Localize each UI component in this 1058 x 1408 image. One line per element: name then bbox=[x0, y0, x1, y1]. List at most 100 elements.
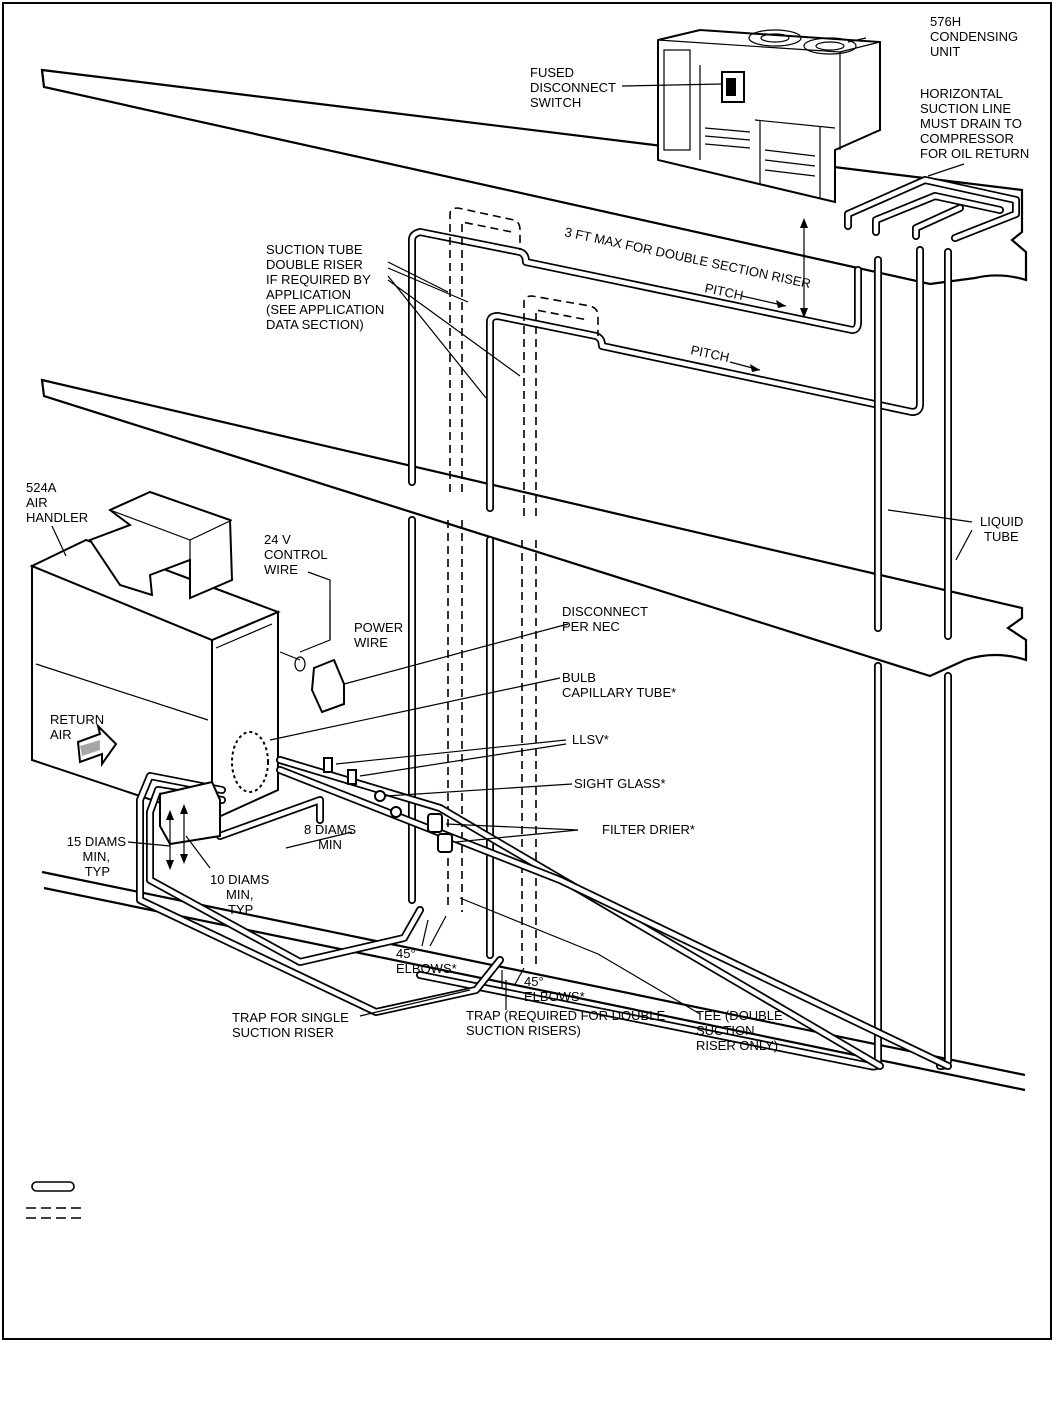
label-fifteen-diams: 15 DIAMS MIN, TYP bbox=[67, 834, 127, 879]
label-line: MIN, bbox=[226, 887, 253, 902]
label-line: CONTROL bbox=[264, 547, 328, 562]
label-line: 45° bbox=[524, 974, 544, 989]
label-line: WIRE bbox=[264, 562, 298, 577]
label-line: RISER ONLY) bbox=[696, 1038, 778, 1053]
label-line: 8 DIAMS bbox=[304, 822, 356, 837]
label-line: SUCTION bbox=[696, 1023, 755, 1038]
label-line: DATA SECTION) bbox=[266, 317, 364, 332]
leader-lines bbox=[51, 37, 973, 1017]
label-line: WIRE bbox=[354, 635, 388, 650]
condensing-connections bbox=[844, 176, 1020, 242]
label-eight-diams: 8 DIAMS MIN bbox=[304, 822, 356, 852]
label-line: SUCTION TUBE bbox=[266, 242, 363, 257]
label-line: MUST DRAIN TO bbox=[920, 116, 1022, 131]
return-air-arrow-icon bbox=[76, 722, 118, 768]
label-elbows-single: 45° ELBOWS* bbox=[396, 946, 457, 976]
label-line: SWITCH bbox=[530, 95, 581, 110]
label-sight-glass: SIGHT GLASS* bbox=[574, 776, 666, 791]
coil-header bbox=[231, 731, 269, 793]
label-line: SUCTION LINE bbox=[920, 101, 1011, 116]
label-power-wire: POWER WIRE bbox=[354, 620, 403, 650]
label-line: HORIZONTAL bbox=[920, 86, 1003, 101]
disconnect-box bbox=[279, 600, 345, 714]
label-line: 524A bbox=[26, 480, 57, 495]
label-line: TRAP FOR SINGLE bbox=[232, 1010, 349, 1025]
upper-floor-slab bbox=[40, 378, 1028, 678]
label-trap-double: TRAP (REQUIRED FOR DOUBLE SUCTION RISERS… bbox=[466, 1008, 665, 1038]
label-line: SUCTION RISERS) bbox=[466, 1023, 581, 1038]
label-line: DISCONNECT bbox=[562, 604, 648, 619]
filter-driers bbox=[427, 813, 453, 853]
label-suction-double-riser: SUCTION TUBE DOUBLE RISER IF REQUIRED BY… bbox=[266, 242, 384, 332]
label-line: RETURN bbox=[50, 712, 104, 727]
label-return-air: RETURN AIR bbox=[50, 712, 104, 742]
label-line: TUBE bbox=[984, 529, 1019, 544]
label-line: (SEE APPLICATION bbox=[266, 302, 384, 317]
label-disconnect-per-nec: DISCONNECT PER NEC bbox=[562, 604, 648, 634]
label-pitch-lower: PITCH bbox=[689, 342, 730, 365]
label-horizontal-suction: HORIZONTAL SUCTION LINE MUST DRAIN TO CO… bbox=[920, 86, 1029, 161]
air-handler-piping bbox=[136, 756, 952, 1070]
label-ten-diams: 10 DIAMS MIN, TYP bbox=[210, 872, 270, 917]
label-llsv: LLSV* bbox=[572, 732, 609, 747]
sight-glasses bbox=[374, 790, 402, 818]
condensing-unit bbox=[657, 28, 881, 204]
label-line: ELBOWS* bbox=[524, 989, 585, 1004]
label-line: CONDENSING bbox=[930, 29, 1018, 44]
label-line: TYP bbox=[85, 864, 110, 879]
label-line: POWER bbox=[354, 620, 403, 635]
suction-riser-double bbox=[486, 246, 924, 512]
label-line: FUSED bbox=[530, 65, 574, 80]
label-line: AIR bbox=[50, 727, 72, 742]
label-line: APPLICATION bbox=[266, 287, 351, 302]
label-line: SUCTION RISER bbox=[232, 1025, 334, 1040]
label-line: BULB bbox=[562, 670, 596, 685]
label-line: FOR OIL RETURN bbox=[920, 146, 1029, 161]
label-line: 45° bbox=[396, 946, 416, 961]
label-line: 15 DIAMS bbox=[67, 834, 127, 849]
label-filter-drier: FILTER DRIER* bbox=[602, 822, 695, 837]
label-tee: TEE (DOUBLE SUCTION RISER ONLY) bbox=[696, 1008, 783, 1053]
air-handler bbox=[29, 490, 281, 822]
label-trap-single: TRAP FOR SINGLE SUCTION RISER bbox=[232, 1010, 349, 1040]
label-line: COMPRESSOR bbox=[920, 131, 1014, 146]
pitch-arrows bbox=[729, 295, 787, 372]
label-line: ELBOWS* bbox=[396, 961, 457, 976]
label-line: TEE (DOUBLE bbox=[696, 1008, 783, 1023]
label-fused-disconnect: FUSED DISCONNECT SWITCH bbox=[530, 65, 616, 110]
label-line: PER NEC bbox=[562, 619, 620, 634]
roof-slab bbox=[40, 68, 1028, 286]
label-line: 576H bbox=[930, 14, 961, 29]
fused-disconnect-switch bbox=[721, 71, 745, 103]
label-control-wire: 24 V CONTROL WIRE bbox=[264, 532, 328, 577]
diagram-frame bbox=[2, 2, 1052, 1340]
label-line: CAPILLARY TUBE* bbox=[562, 685, 676, 700]
label-line: MIN bbox=[318, 837, 342, 852]
dashed-pipe-icon bbox=[26, 1207, 84, 1219]
label-line: DOUBLE RISER bbox=[266, 257, 363, 272]
label-line: MIN, bbox=[83, 849, 110, 864]
label-liquid-tube: LIQUID TUBE bbox=[980, 514, 1023, 544]
label-line: DISCONNECT bbox=[530, 80, 616, 95]
label-elbows-double: 45° ELBOWS* bbox=[524, 974, 585, 1004]
dimension-arrows bbox=[166, 218, 808, 870]
label-line: IF REQUIRED BY bbox=[266, 272, 371, 287]
dashed-riser-pipes bbox=[447, 207, 599, 966]
label-line: AIR bbox=[26, 495, 48, 510]
llsv-valves bbox=[323, 757, 357, 785]
legend bbox=[26, 1181, 84, 1219]
solid-pipe-icon bbox=[31, 1181, 75, 1192]
trap-loop bbox=[159, 780, 221, 846]
label-line: TRAP (REQUIRED FOR DOUBLE bbox=[466, 1008, 665, 1023]
label-bulb-capillary: BULB CAPILLARY TUBE* bbox=[562, 670, 676, 700]
label-line: TYP bbox=[228, 902, 253, 917]
label-line: 24 V bbox=[264, 532, 291, 547]
label-line: HANDLER bbox=[26, 510, 88, 525]
suction-riser-single bbox=[408, 228, 862, 486]
label-condensing-unit: 576H CONDENSING UNIT bbox=[930, 14, 1018, 59]
label-line: 10 DIAMS bbox=[210, 872, 270, 887]
label-line: UNIT bbox=[930, 44, 960, 59]
label-line: LIQUID bbox=[980, 514, 1023, 529]
label-air-handler: 524A AIR HANDLER bbox=[26, 480, 88, 525]
